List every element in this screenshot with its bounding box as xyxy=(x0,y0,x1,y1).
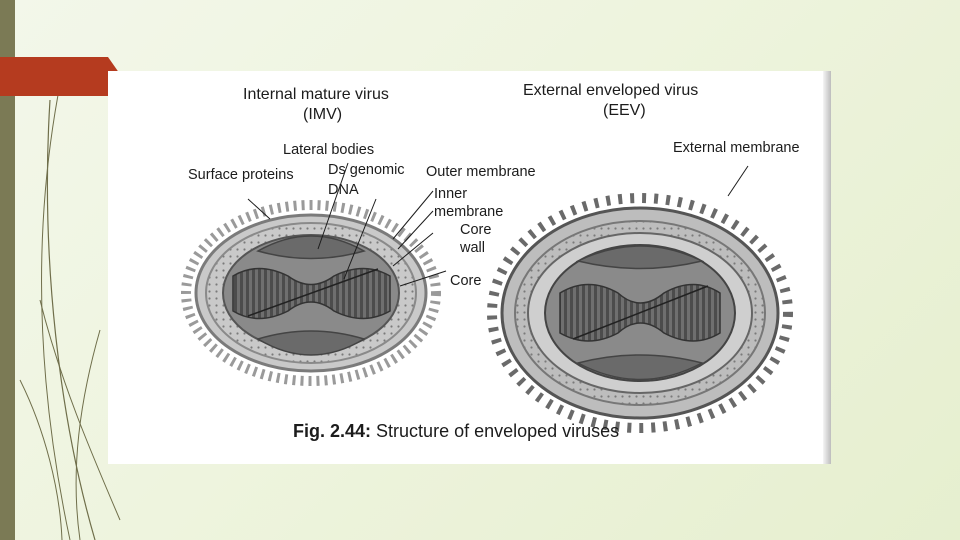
eev-title-line1: External enveloped virus xyxy=(523,83,698,99)
label-lateral-bodies: Lateral bodies xyxy=(283,143,374,158)
label-surface-proteins: Surface proteins xyxy=(188,168,294,183)
figure-caption: Fig. 2.44: Structure of enveloped viruse… xyxy=(293,421,619,442)
imv-title-line2: (IMV) xyxy=(303,107,342,123)
label-core-wall-line1: Core xyxy=(460,223,491,238)
label-external-membrane: External membrane xyxy=(673,141,800,156)
label-ds-genomic-dna-line1: Ds genomic xyxy=(328,163,405,178)
eev-title-line2: (EEV) xyxy=(603,103,646,119)
scan-edge-shadow xyxy=(823,71,831,464)
virus-structure-figure: Internal mature virus (IMV) External env… xyxy=(108,71,831,464)
figure-caption-number: Fig. 2.44: xyxy=(293,421,371,441)
virus-diagram-drawing xyxy=(108,71,831,464)
label-core-wall-line2: wall xyxy=(460,241,485,256)
figure-caption-text: Structure of enveloped viruses xyxy=(376,421,619,441)
eev-particle xyxy=(492,198,788,428)
label-ds-genomic-dna-line2: DNA xyxy=(328,183,359,198)
slide-accent-tab xyxy=(0,57,108,96)
label-outer-membrane: Outer membrane xyxy=(426,165,536,180)
label-inner-membrane-line1: Inner xyxy=(434,187,467,202)
imv-particle xyxy=(186,205,436,381)
imv-title-line1: Internal mature virus xyxy=(243,87,389,103)
label-core: Core xyxy=(450,274,481,289)
label-inner-membrane-line2: membrane xyxy=(434,205,503,220)
